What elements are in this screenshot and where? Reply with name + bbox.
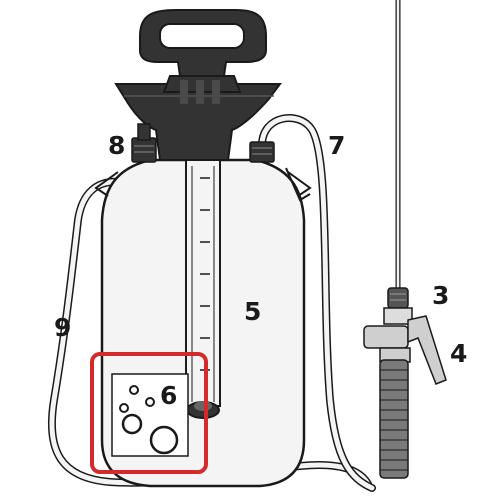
callout-8: 8 xyxy=(108,131,125,160)
relief-valve[interactable] xyxy=(131,123,157,163)
callout-4: 4 xyxy=(450,339,467,368)
hose-connector xyxy=(249,141,275,163)
callout-9: 9 xyxy=(54,313,71,342)
hose xyxy=(47,177,372,488)
pump-cylinder xyxy=(185,159,221,419)
wand-grip[interactable] xyxy=(379,359,409,479)
callout-5: 5 xyxy=(244,297,261,326)
callout-6: 6 xyxy=(160,381,177,410)
callout-7: 7 xyxy=(328,131,345,160)
trigger-lever[interactable] xyxy=(407,315,447,385)
pressure-tube xyxy=(258,114,376,492)
spray-wand xyxy=(363,0,413,363)
tank-cap xyxy=(114,75,282,161)
filter-highlight xyxy=(90,352,208,474)
pump-handle[interactable] xyxy=(139,9,267,77)
callout-3: 3 xyxy=(432,281,449,310)
